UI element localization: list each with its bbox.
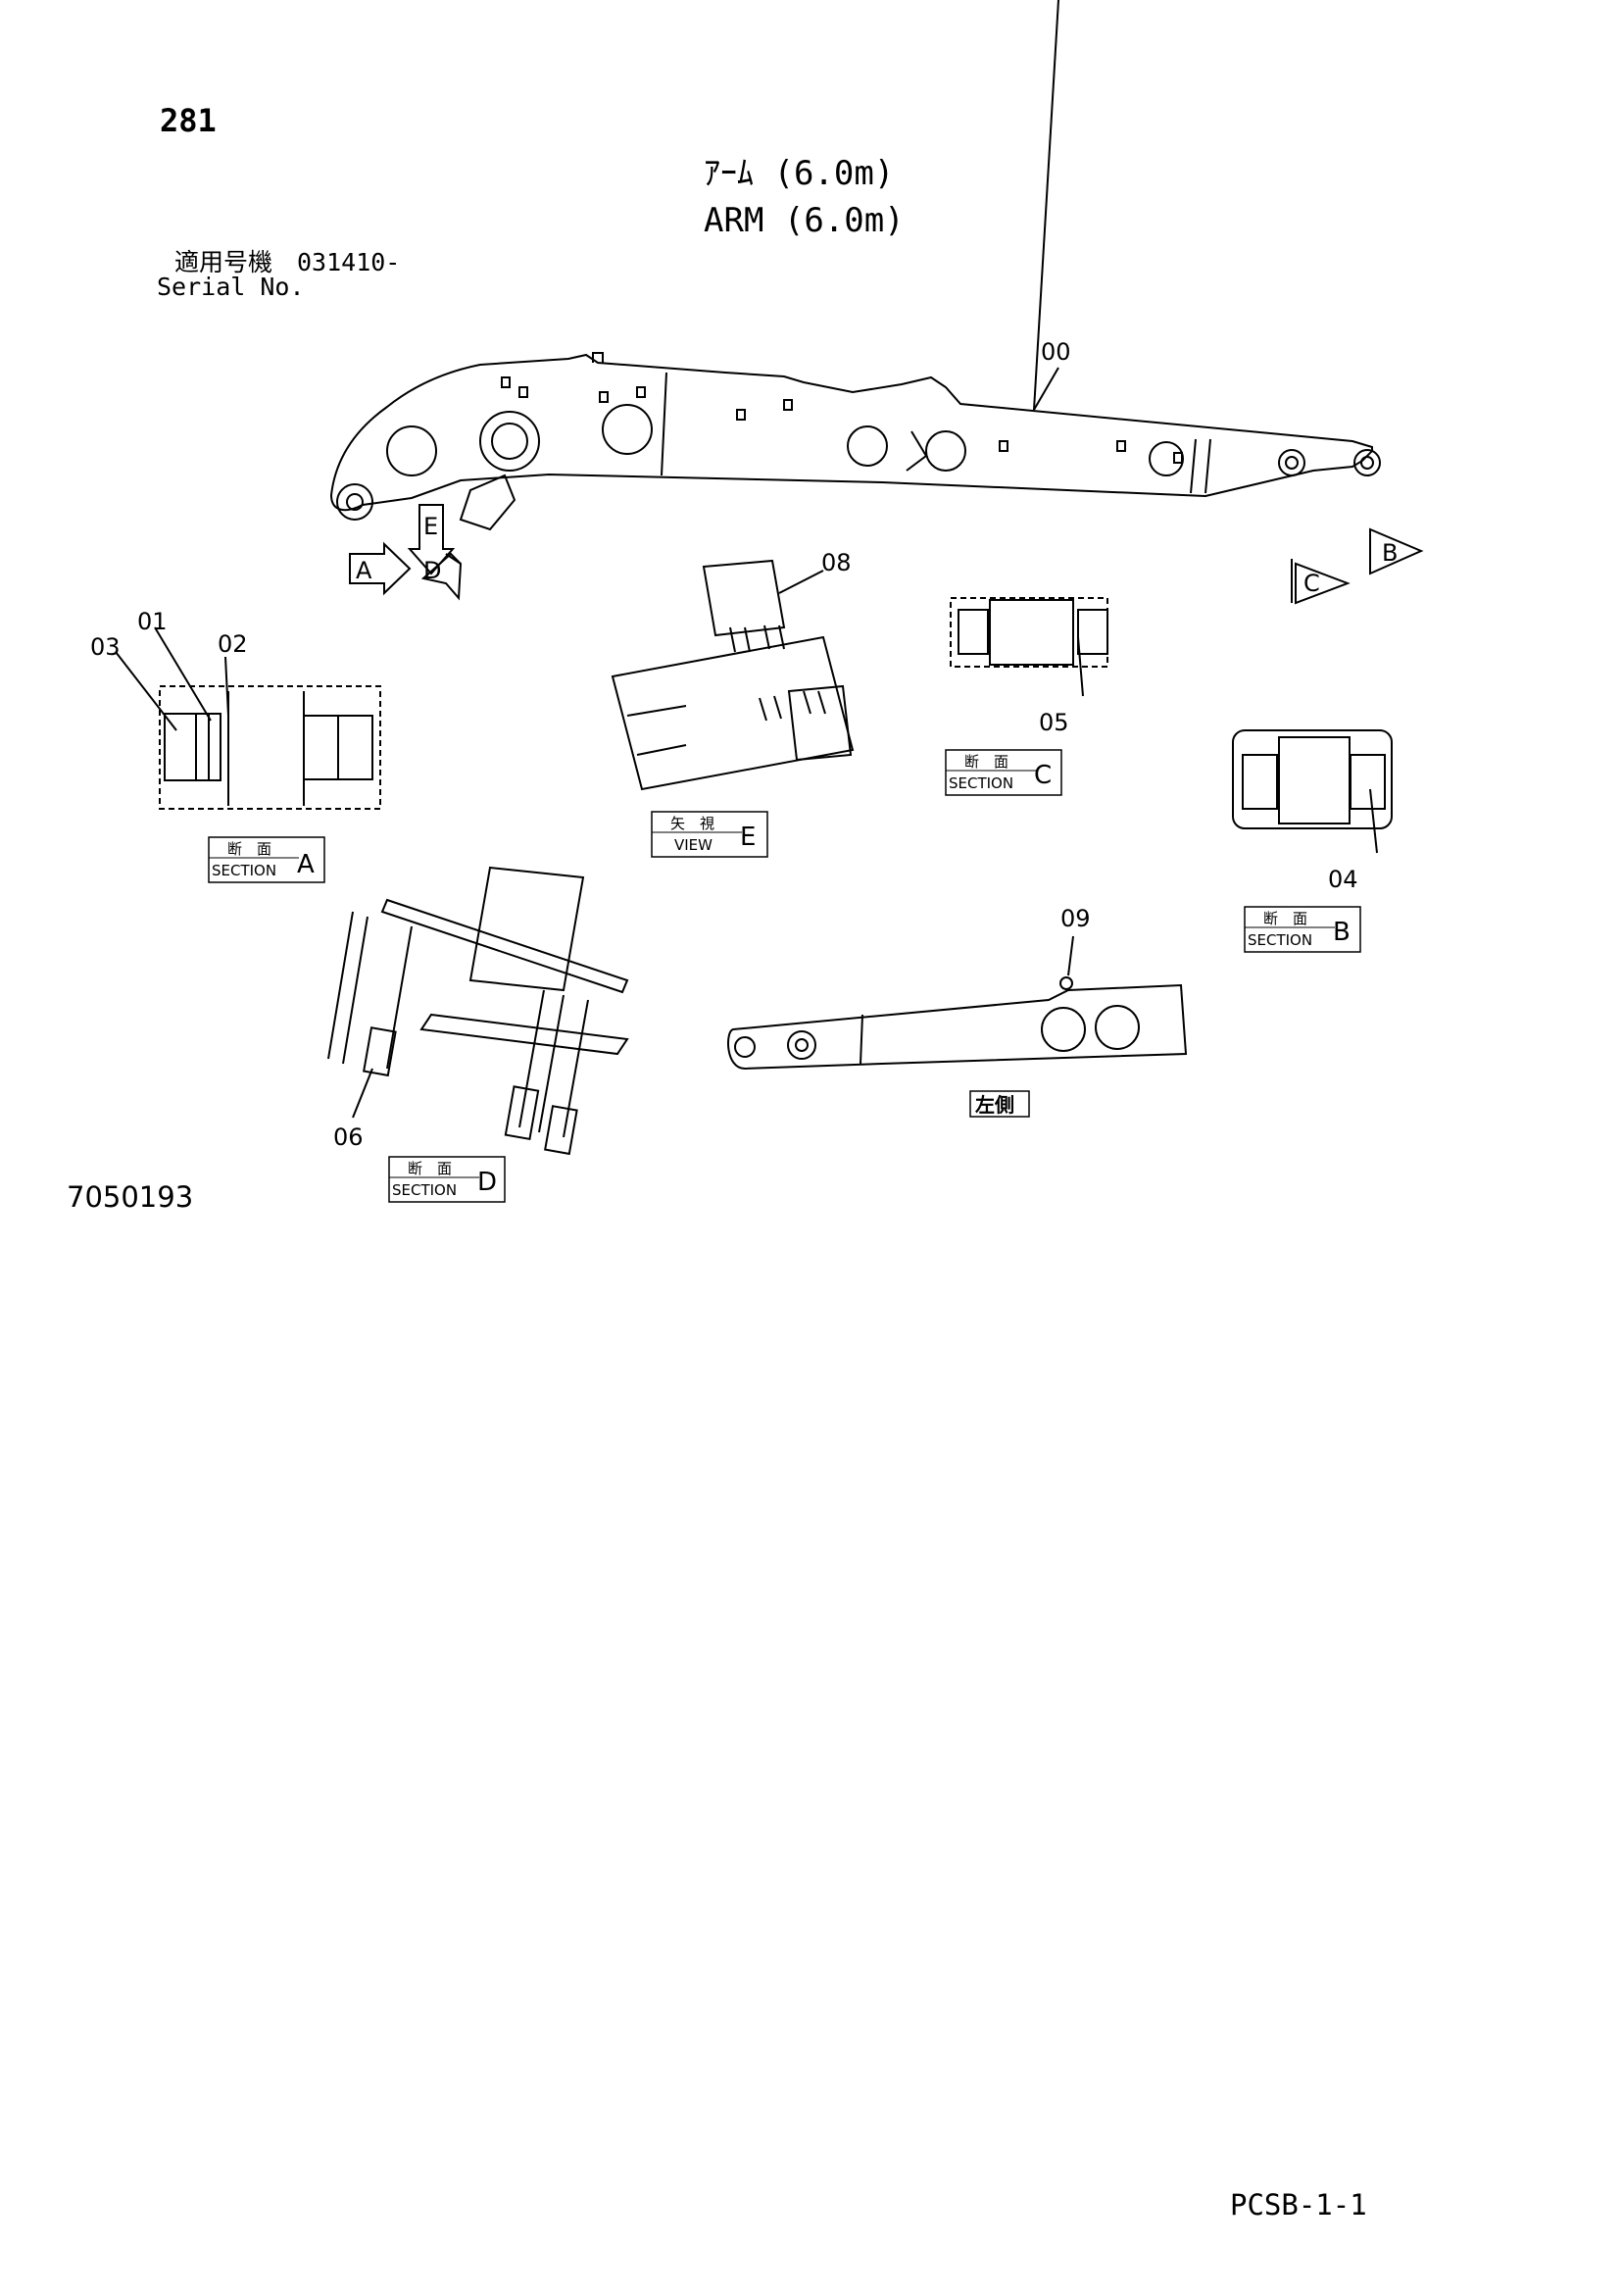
title-japanese: ｱｰﾑ (6.0m): [704, 154, 895, 193]
marker-c-letter: C: [1303, 570, 1320, 597]
page-number: 281: [160, 102, 217, 139]
callout-06: 06: [333, 1123, 364, 1151]
section-d-view: 06 断 面 SECTION D: [327, 866, 629, 1203]
callout-03: 03: [90, 633, 121, 661]
section-b-view: 04 断 面 SECTION B: [1232, 729, 1393, 953]
document-number: 7050193: [67, 1180, 194, 1214]
callout-04: 04: [1328, 866, 1358, 893]
section-a-jp: 断 面: [227, 840, 271, 858]
section-a-letter: A: [297, 850, 315, 879]
view-e-detail: 08 矢 視 VIEW E: [611, 549, 855, 858]
view-marker-c: C: [1291, 559, 1351, 605]
callout-00: 00: [1041, 338, 1071, 366]
callout-01: 01: [137, 608, 168, 635]
title-english: ARM (6.0m): [704, 201, 905, 240]
view-marker-b: B: [1369, 527, 1424, 575]
marker-d-letter: D: [423, 557, 441, 584]
marker-e-letter: E: [423, 513, 438, 540]
main-arm-view: 00: [329, 0, 1381, 531]
section-b-jp: 断 面: [1263, 910, 1307, 927]
callout-08: 08: [821, 549, 852, 576]
section-c-jp: 断 面: [964, 753, 1008, 771]
view-e-en: VIEW: [674, 836, 713, 854]
section-d-jp: 断 面: [408, 1160, 452, 1177]
section-c-letter: C: [1034, 761, 1052, 790]
view-e-jp: 矢 視: [670, 815, 714, 832]
section-a-en: SECTION: [212, 862, 276, 879]
marker-a-letter: A: [356, 557, 372, 584]
callout-02: 02: [218, 630, 248, 658]
arm-outline: [329, 353, 1373, 512]
serial-label-english: Serial No.: [157, 273, 305, 301]
left-side-view: 09 左側: [727, 905, 1188, 1118]
section-b-letter: B: [1333, 918, 1351, 947]
section-d-letter: D: [477, 1168, 497, 1197]
section-d-en: SECTION: [392, 1181, 457, 1199]
view-e-letter: E: [740, 823, 756, 852]
footer-code: PCSB-1-1: [1230, 2188, 1367, 2221]
section-a-view: 03 01 02 断 面 SECTION A: [90, 608, 381, 883]
view-marker-d: D: [420, 552, 463, 601]
serial-label-japanese: 適用号機 031410-: [174, 248, 401, 276]
callout-09: 09: [1060, 905, 1091, 932]
view-marker-a: A: [349, 541, 412, 596]
callout-05: 05: [1039, 709, 1069, 736]
section-c-view: 05 断 面 SECTION C: [945, 597, 1108, 796]
left-side-label: 左側: [975, 1093, 1014, 1117]
section-c-en: SECTION: [949, 774, 1013, 792]
marker-b-letter: B: [1382, 539, 1398, 567]
section-b-en: SECTION: [1248, 931, 1312, 949]
